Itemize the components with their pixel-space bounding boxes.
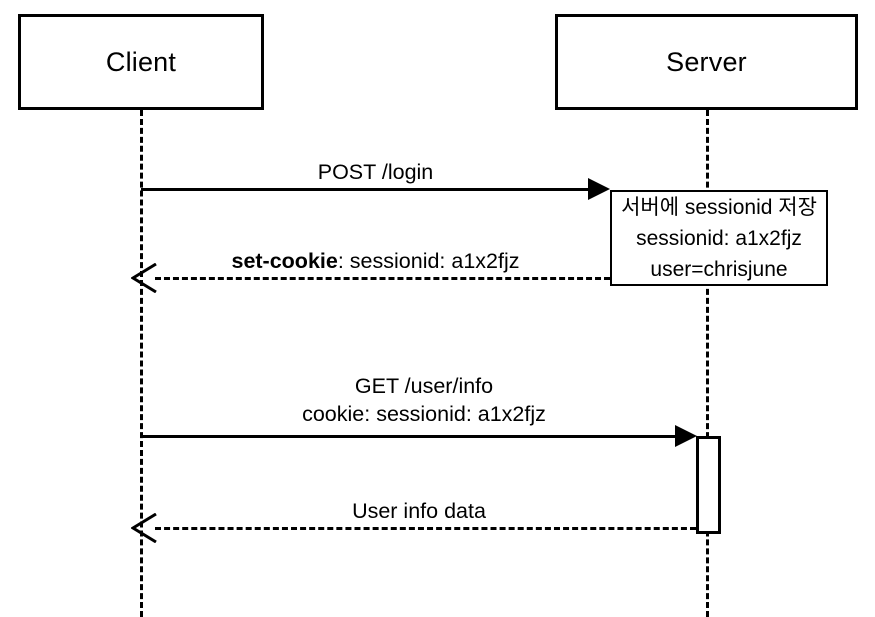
message-label-get-user-info-line2: cookie: sessionid: a1x2fjz	[302, 402, 546, 426]
message-line-user-info-data	[155, 527, 696, 530]
arrowhead-get-user-info	[675, 425, 697, 447]
message-line-get-user-info	[141, 435, 675, 438]
message-label-get-user-info: GET /user/info cookie: sessionid: a1x2fj…	[141, 372, 707, 428]
participant-client[interactable]: Client	[18, 14, 264, 110]
arrowhead-set-cookie	[131, 263, 157, 293]
participant-client-label: Client	[105, 46, 177, 77]
note-line-2: sessionid: a1x2fjz	[636, 227, 802, 250]
message-line-post-login	[141, 188, 588, 191]
note-line-3: user=chrisjune	[650, 258, 788, 281]
participant-server-label: Server	[666, 46, 747, 77]
message-label-post-login: POST /login	[317, 160, 434, 184]
arrowhead-user-info-data	[131, 513, 157, 543]
lifeline-server	[706, 110, 709, 617]
note-server-session-store: 서버에 sessionid 저장 sessionid: a1x2fjz user…	[610, 190, 828, 286]
message-label-set-cookie: set-cookie: sessionid: a1x2fjz	[141, 247, 610, 275]
message-line-set-cookie	[155, 277, 610, 280]
arrowhead-post-login	[588, 178, 610, 200]
activation-bar-server	[696, 436, 721, 534]
message-label-set-cookie-strong: set-cookie	[231, 249, 338, 273]
lifeline-client	[140, 110, 143, 617]
message-label-user-info-data: User info data	[352, 499, 486, 523]
message-label-get-user-info-line1: GET /user/info	[354, 374, 494, 398]
participant-server[interactable]: Server	[555, 14, 858, 110]
note-line-1: 서버에 sessionid 저장	[621, 196, 817, 219]
message-label-set-cookie-rest: : sessionid: a1x2fjz	[337, 249, 520, 273]
